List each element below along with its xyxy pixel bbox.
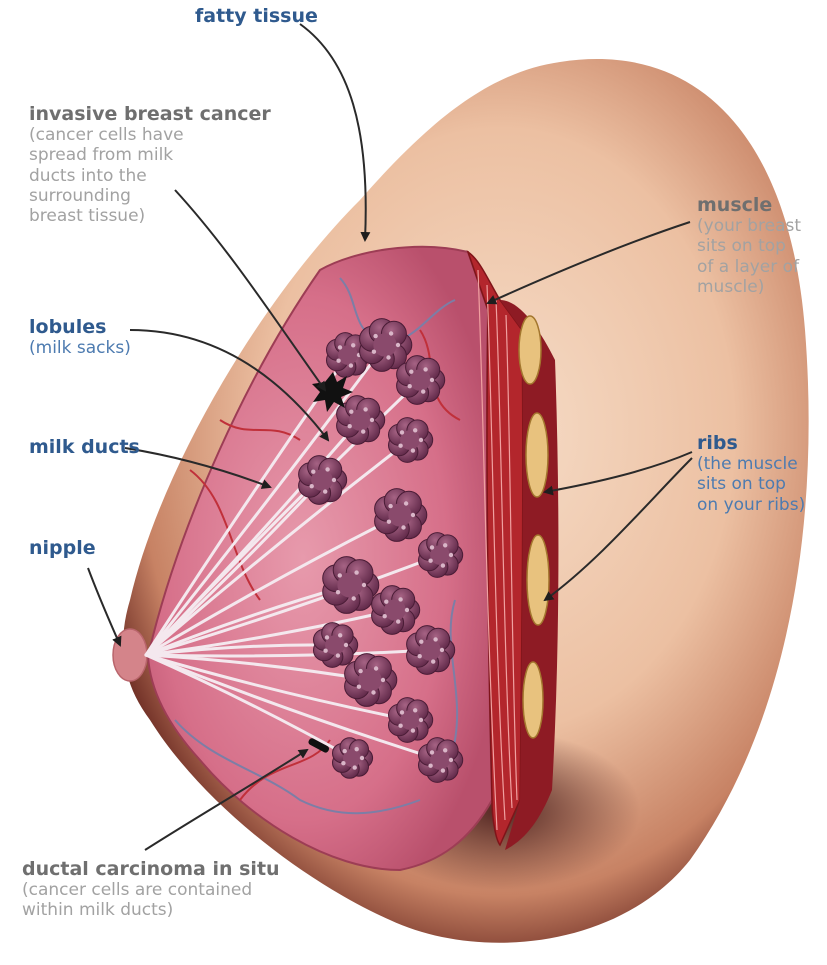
rib-2 <box>526 413 548 497</box>
nipple-shape <box>113 629 147 681</box>
label-desc-line: (the muscle <box>697 454 805 474</box>
rib-4 <box>523 662 543 738</box>
label-muscle: muscle (your breast sits on top of a lay… <box>697 194 801 297</box>
label-title: nipple <box>29 537 96 559</box>
label-milk-ducts: milk ducts <box>29 436 140 458</box>
label-desc-line: spread from milk <box>29 145 271 165</box>
label-desc-line: sits on top <box>697 474 805 494</box>
rib-3 <box>527 535 549 625</box>
label-ribs: ribs (the muscle sits on top on your rib… <box>697 432 805 515</box>
label-desc-line: (milk sacks) <box>29 338 131 358</box>
leader-nipple <box>88 568 120 645</box>
label-desc-line: sits on top <box>697 236 801 256</box>
label-lobules: lobules (milk sacks) <box>29 316 131 358</box>
label-invasive-breast-cancer: invasive breast cancer (cancer cells hav… <box>29 103 271 226</box>
label-title: milk ducts <box>29 436 140 458</box>
label-nipple: nipple <box>29 537 96 559</box>
label-title: invasive breast cancer <box>29 103 271 125</box>
label-fatty-tissue: fatty tissue <box>195 5 318 27</box>
label-title: ductal carcinoma in situ <box>22 858 280 880</box>
rib-1 <box>519 316 541 384</box>
label-title: ribs <box>697 432 738 454</box>
label-desc-line: on your ribs) <box>697 495 805 515</box>
label-desc-line: (cancer cells have <box>29 125 271 145</box>
label-title: lobules <box>29 316 106 338</box>
label-desc-line: (your breast <box>697 216 801 236</box>
label-desc-line: breast tissue) <box>29 206 271 226</box>
lobule-cluster <box>333 738 373 779</box>
label-title: fatty tissue <box>195 5 318 27</box>
label-title: muscle <box>697 194 772 216</box>
label-desc-line: surrounding <box>29 186 271 206</box>
label-ductal-carcinoma-in-situ: ductal carcinoma in situ (cancer cells a… <box>22 858 280 921</box>
label-desc-line: ducts into the <box>29 166 271 186</box>
label-desc-line: within milk ducts) <box>22 900 280 920</box>
label-desc-line: of a layer of <box>697 257 801 277</box>
label-desc-line: muscle) <box>697 277 801 297</box>
label-desc-line: (cancer cells are contained <box>22 880 280 900</box>
